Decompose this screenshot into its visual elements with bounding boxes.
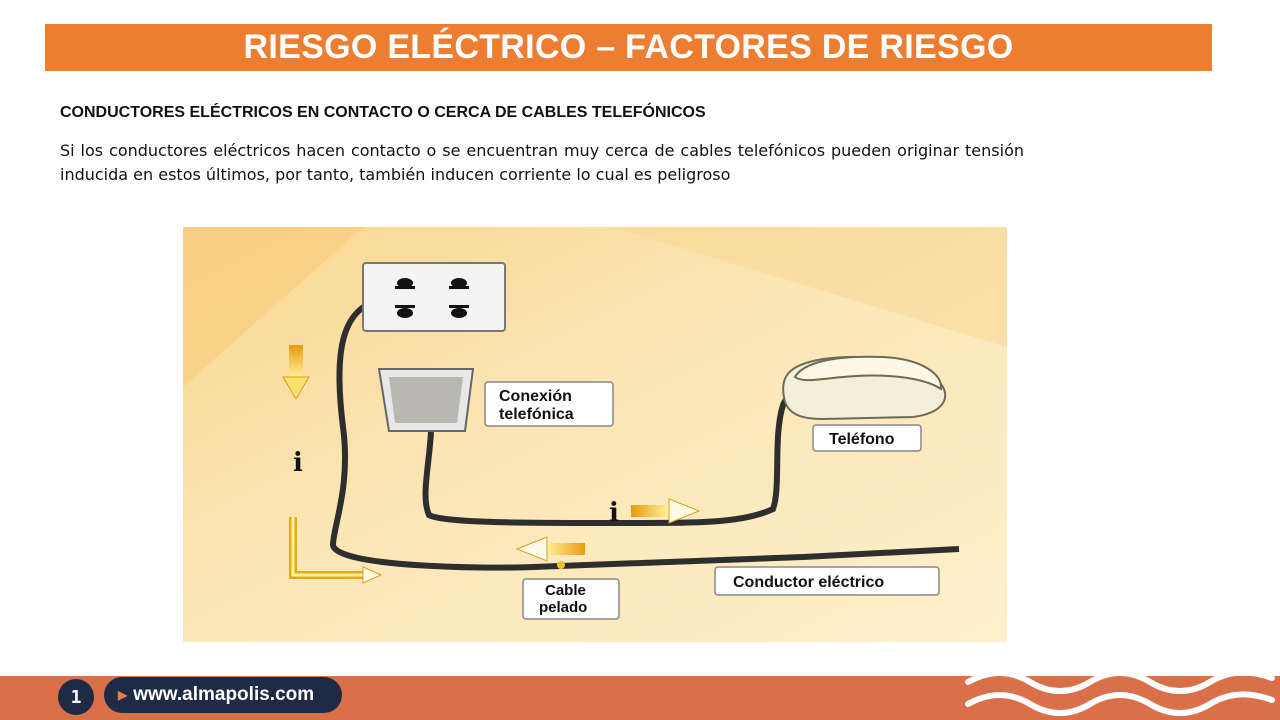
arrow-icon — [289, 517, 383, 584]
arrow-icon — [282, 345, 310, 400]
svg-text:Cable: Cable — [545, 582, 586, 599]
svg-text:pelado: pelado — [539, 599, 587, 616]
svg-text:Conductor eléctrico: Conductor eléctrico — [733, 574, 884, 591]
arrow-icon — [631, 498, 701, 524]
website-link[interactable]: ▶ www.almapolis.com — [104, 677, 342, 713]
svg-text:Teléfono: Teléfono — [829, 431, 895, 448]
phone-cable — [422, 392, 800, 526]
play-arrow-icon: ▶ — [118, 688, 128, 702]
wave-decoration — [965, 669, 1275, 716]
arrow-icon — [515, 536, 585, 562]
telephone-icon — [782, 355, 947, 421]
conexion-label: Conexión telefónica — [484, 381, 614, 427]
telefono-label: Teléfono — [812, 424, 922, 452]
slide-title: RIESGO ELÉCTRICO – FACTORES DE RIESGO — [243, 28, 1014, 66]
power-cable — [329, 296, 960, 571]
body-paragraph: Si los conductores eléctricos hacen cont… — [60, 141, 1024, 184]
phone-jack-icon — [377, 368, 475, 432]
induction-diagram: Conexión telefónica Teléfono Conductor e… — [183, 227, 1007, 642]
website-url: www.almapolis.com — [133, 684, 315, 705]
svg-text:telefónica: telefónica — [499, 406, 574, 423]
page-number: 1 — [58, 679, 94, 715]
current-symbol: i — [293, 448, 303, 478]
svg-text:Conexión: Conexión — [499, 388, 572, 405]
slide-subtitle: CONDUCTORES ELÉCTRICOS EN CONTACTO O CER… — [60, 104, 706, 121]
wall-outlet-icon — [362, 262, 506, 332]
cable-pelado-label: Cable pelado — [522, 578, 620, 620]
conductor-label: Conductor eléctrico — [714, 566, 940, 596]
current-symbol: i — [609, 498, 619, 528]
title-bar: RIESGO ELÉCTRICO – FACTORES DE RIESGO — [45, 24, 1212, 71]
